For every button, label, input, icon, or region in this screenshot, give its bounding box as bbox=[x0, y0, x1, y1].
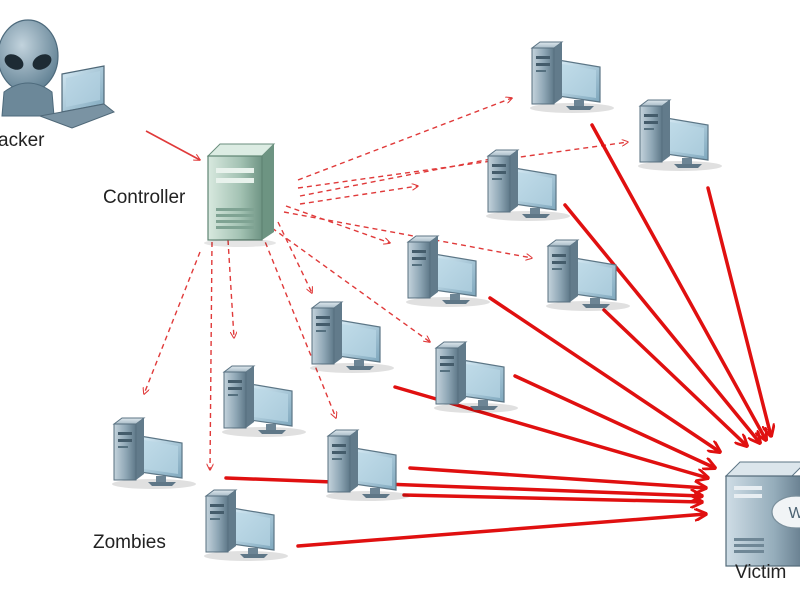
zombie-computer-1 bbox=[530, 41, 614, 113]
zombie-computer-5 bbox=[546, 239, 630, 311]
attack-edge-3 bbox=[563, 203, 760, 443]
command-edge-7 bbox=[277, 221, 312, 293]
zombie-computer-4 bbox=[406, 235, 490, 307]
zombie-computer-8 bbox=[222, 365, 306, 437]
controller-label: Controller bbox=[103, 187, 186, 208]
attack-edge-10 bbox=[402, 493, 704, 502]
hacker-controller-edge bbox=[145, 130, 200, 160]
command-edge-9 bbox=[261, 233, 336, 418]
attack-edge-4 bbox=[602, 308, 747, 446]
hacker-alien-icon bbox=[0, 19, 115, 129]
attack-edge-8 bbox=[408, 466, 708, 488]
command-edge-8 bbox=[271, 227, 430, 342]
nodes-layer: W bbox=[0, 19, 800, 567]
command-edge-4 bbox=[299, 186, 418, 205]
zombie-computer-7 bbox=[434, 341, 518, 413]
command-edge-1 bbox=[297, 98, 512, 181]
command-edge-12 bbox=[144, 251, 201, 394]
zombie-computer-2 bbox=[638, 99, 722, 171]
controller-server bbox=[204, 143, 276, 247]
attack-edge-1 bbox=[590, 123, 766, 440]
command-edge-5 bbox=[285, 205, 390, 243]
command-edge-10 bbox=[227, 239, 234, 338]
victim-badge-glyph: W bbox=[788, 505, 800, 522]
victim-label: Victim bbox=[735, 562, 787, 583]
zombie-computer-6 bbox=[310, 301, 394, 373]
command-edge-6 bbox=[283, 211, 532, 258]
attack-edge-5 bbox=[488, 296, 720, 452]
zombie-computer-3 bbox=[486, 149, 570, 221]
command-edge-3 bbox=[299, 158, 496, 197]
attack-edge-6 bbox=[513, 374, 715, 468]
zombies-label: Zombies bbox=[93, 532, 166, 553]
attack-edge-9 bbox=[224, 476, 704, 496]
zombie-computer-11 bbox=[204, 489, 288, 561]
command-edge-11 bbox=[210, 241, 212, 470]
zombie-computer-10 bbox=[326, 429, 410, 501]
hacker-label: acker bbox=[0, 130, 45, 151]
attack-edge-2 bbox=[706, 186, 771, 436]
zombie-computer-9 bbox=[112, 417, 196, 489]
attack-edge-11 bbox=[296, 514, 706, 548]
victim-server: W bbox=[724, 461, 800, 567]
edges-layer bbox=[144, 98, 771, 548]
